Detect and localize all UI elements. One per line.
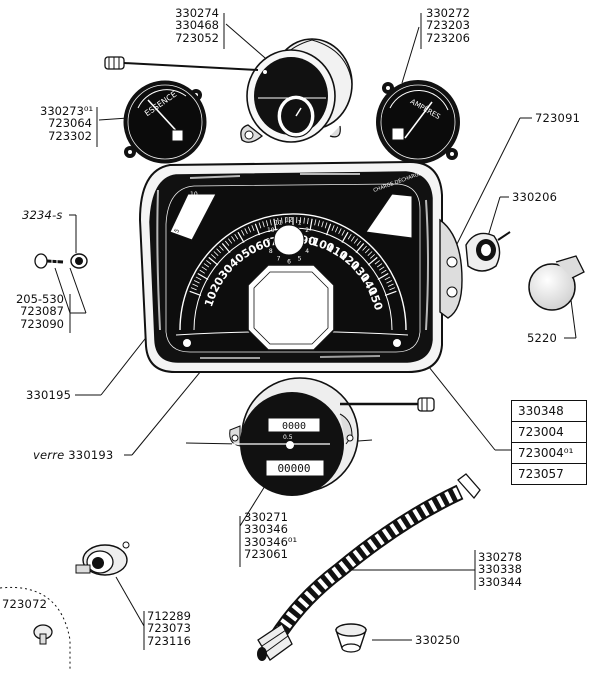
bulb-holder-code: 330206 [512, 191, 557, 203]
switch-codes: 712289 723073 723116 [147, 610, 191, 647]
speedo-cable-top [105, 57, 258, 70]
bulb [529, 256, 584, 310]
clock-number: 5 [298, 256, 302, 263]
odometer-code-2: 330346 [244, 523, 297, 535]
clock-number: 8 [269, 248, 273, 255]
clock-number: 2 [305, 227, 309, 234]
clock-number: 11 [275, 219, 283, 226]
odometer-unit: 0000 00000 0.5 [186, 378, 434, 496]
clock-number: 12 [285, 217, 293, 224]
instrument-case: 102030405060708090100110120130140150 5 1… [140, 162, 462, 372]
clock-number: 7 [277, 256, 281, 263]
table-row: 723004⁰¹ [512, 443, 586, 464]
clock-number: 1 [298, 219, 302, 226]
clock-number: 4 [305, 248, 309, 255]
cable-code-2: 330338 [478, 563, 522, 575]
fuel-code-3: 723302 [40, 130, 92, 142]
table-row: 723004 [512, 422, 586, 443]
ammeter-codes: 330272 723203 723206 [426, 7, 470, 44]
clock-code-3: 723052 [169, 32, 219, 44]
small-nut-code: 3234-s [22, 209, 63, 221]
switch-code-2: 723073 [147, 622, 191, 634]
small-nut [71, 254, 87, 268]
glass-prefix: verre [33, 448, 64, 462]
ammeter-code-3: 723206 [426, 32, 470, 44]
fuel-gauge: ESSENCE [124, 81, 206, 163]
knob-code: 330250 [415, 634, 460, 646]
bulb-holder [466, 232, 510, 271]
clock-unit [241, 39, 352, 142]
ammeter-code-2: 723203 [426, 19, 470, 31]
clock-codes: 330274 330468 723052 [169, 7, 219, 44]
clock-number: 10 [267, 227, 275, 234]
bulb-code: 5220 [527, 332, 557, 344]
glass-code: 330193 [68, 448, 113, 462]
screw-codes: 205-530 723087 723090 [12, 293, 64, 330]
knob [336, 624, 366, 652]
fuel-code-2: 723064 [40, 117, 92, 129]
table-row: 723057 [512, 464, 586, 484]
screw-code-3: 723090 [12, 318, 64, 330]
odometer-code-4: 723061 [244, 548, 297, 560]
switch [76, 542, 129, 575]
cable-codes: 330278 330338 330344 [478, 551, 522, 588]
screw-code-2: 723087 [12, 305, 64, 317]
fuel-gauge-codes: 330273⁰¹ 723064 723302 [40, 105, 92, 142]
odometer-top-digits: 0000 [282, 421, 306, 432]
clock-number: 3 [308, 238, 312, 245]
reference-table: 330348 723004 723004⁰¹ 723057 [511, 400, 587, 485]
odometer-bottom-digits: 00000 [277, 462, 310, 475]
odometer-codes: 330271 330346 330346⁰¹ 723061 [244, 511, 297, 561]
cable-code-3: 330344 [478, 576, 522, 588]
bezel-screw-code: 723091 [535, 112, 580, 124]
clock-number: 9 [266, 238, 270, 245]
corner-part-code: 723072 [2, 598, 47, 610]
clock-code-2: 330468 [169, 19, 219, 31]
trip-value: 0.5 [283, 434, 293, 441]
case-code: 330195 [26, 389, 71, 401]
switch-code-3: 723116 [147, 635, 191, 647]
table-row: 330348 [512, 401, 586, 422]
fixing-screw [35, 254, 63, 268]
oil-mark-high: 10 [190, 191, 198, 198]
glass-label: verre 330193 [33, 449, 113, 461]
ammeter: AMPÈRES [376, 80, 460, 164]
